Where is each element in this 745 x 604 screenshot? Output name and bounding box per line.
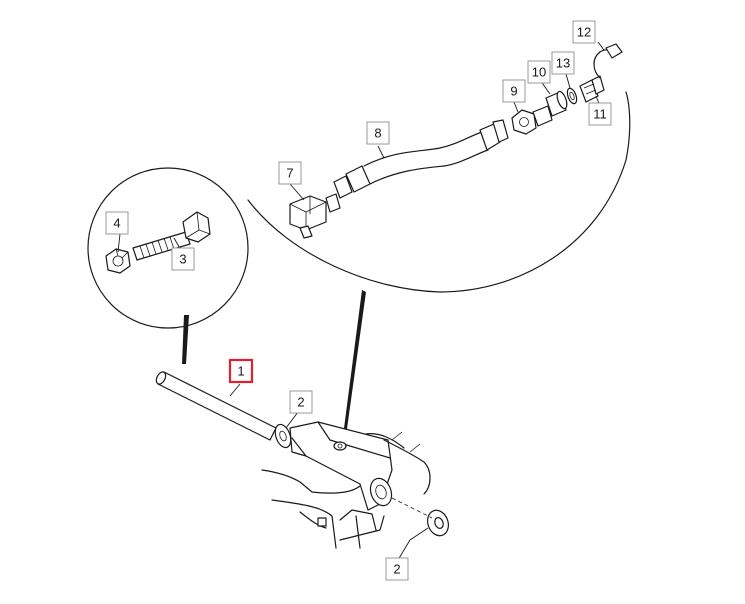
callout-8-label: 8 [374, 126, 381, 141]
callout-1[interactable]: 1 [228, 358, 254, 384]
callout-9[interactable]: 9 [502, 79, 526, 103]
nipple-cap [593, 43, 623, 79]
leader-lines [117, 41, 605, 561]
callout-8[interactable]: 8 [366, 121, 390, 145]
callout-7[interactable]: 7 [278, 161, 302, 185]
seal [566, 87, 578, 105]
elbow-fitting [289, 193, 341, 239]
callout-4-label: 4 [113, 216, 120, 231]
detail-leader-left [182, 315, 189, 364]
callout-11[interactable]: 11 [588, 102, 612, 126]
callout-2-bottom-label: 2 [393, 562, 400, 577]
bolt [132, 211, 211, 261]
callout-10[interactable]: 10 [527, 60, 551, 84]
hose-detail-circle [247, 91, 631, 436]
detail-leader-right [343, 290, 366, 436]
pivot-pin [155, 371, 277, 441]
callout-13-label: 13 [556, 56, 570, 71]
washer-right [391, 497, 449, 537]
callout-12-label: 12 [577, 25, 591, 40]
callout-1-label: 1 [237, 364, 244, 379]
bolt-detail-circle [87, 167, 249, 364]
callout-12[interactable]: 12 [572, 20, 596, 44]
callout-2-top[interactable]: 2 [289, 390, 313, 414]
callout-2-bottom[interactable]: 2 [385, 557, 409, 581]
grease-nipple [579, 75, 605, 103]
callout-13[interactable]: 13 [551, 51, 575, 75]
callout-9-label: 9 [510, 84, 517, 99]
callout-4[interactable]: 4 [105, 211, 129, 235]
adaptor [532, 90, 568, 127]
hose-nut [511, 109, 537, 135]
pivot-housing [261, 421, 431, 549]
nut [105, 248, 131, 274]
hose [333, 119, 509, 199]
callout-10-label: 10 [532, 65, 546, 80]
washer-left [274, 423, 292, 449]
callout-2-top-label: 2 [297, 395, 304, 410]
callout-7-label: 7 [286, 166, 293, 181]
callout-3-label: 3 [179, 252, 186, 267]
callout-11-label: 11 [593, 107, 607, 122]
callout-3[interactable]: 3 [171, 247, 195, 271]
